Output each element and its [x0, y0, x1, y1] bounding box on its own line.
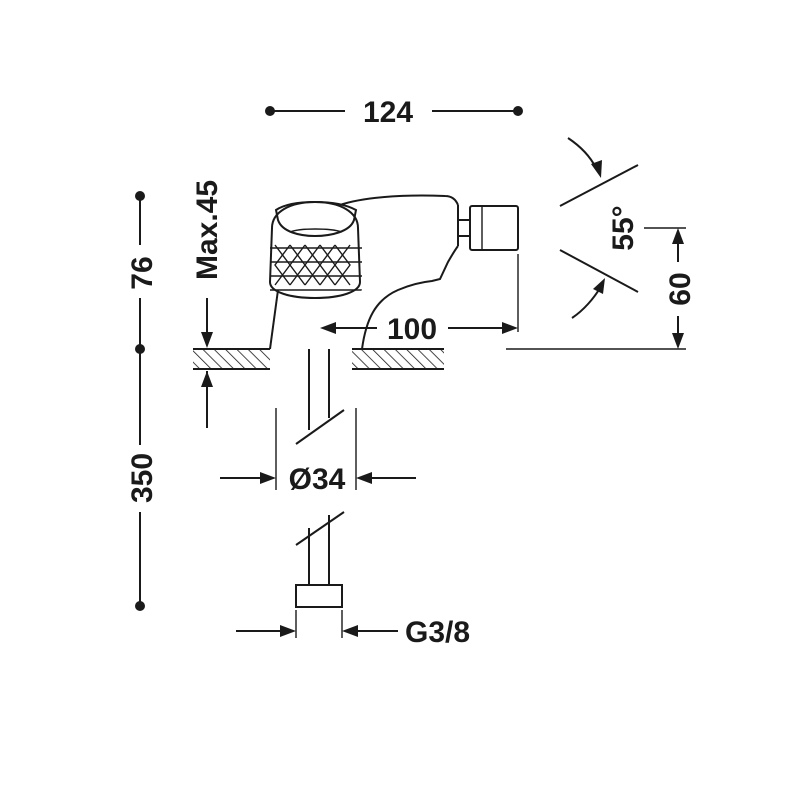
dim-spout-angle: 55° [559, 137, 640, 319]
dim-hose-diameter: Ø34 [220, 408, 416, 496]
handle-knob [268, 200, 362, 300]
dim-spout-reach: 100 [320, 254, 519, 346]
countertop [193, 348, 444, 370]
dim-width-124: 124 [265, 96, 523, 129]
dim-connection-thread-label: G3/8 [405, 616, 470, 649]
dim-connection-thread: G3/8 [236, 610, 470, 649]
dim-spout-height: 60 [506, 227, 697, 350]
dim-left-vertical: 76 350 [126, 191, 159, 611]
dim-width-label: 124 [363, 96, 413, 129]
dim-hose-diameter-label: Ø34 [289, 463, 346, 496]
spout-nozzle [469, 205, 519, 251]
dim-spout-reach-label: 100 [387, 313, 437, 346]
dim-spout-angle-label: 55° [607, 205, 640, 250]
dim-spout-height-label: 60 [664, 272, 697, 305]
dim-mount-height-label: 76 [126, 256, 159, 289]
dim-max-thickness-label: Max.45 [191, 180, 224, 280]
dim-max-thickness: Max.45 [191, 180, 224, 428]
dim-supply-length-label: 350 [126, 453, 159, 503]
supply-pipe [295, 349, 345, 608]
mixer-body [269, 194, 470, 350]
